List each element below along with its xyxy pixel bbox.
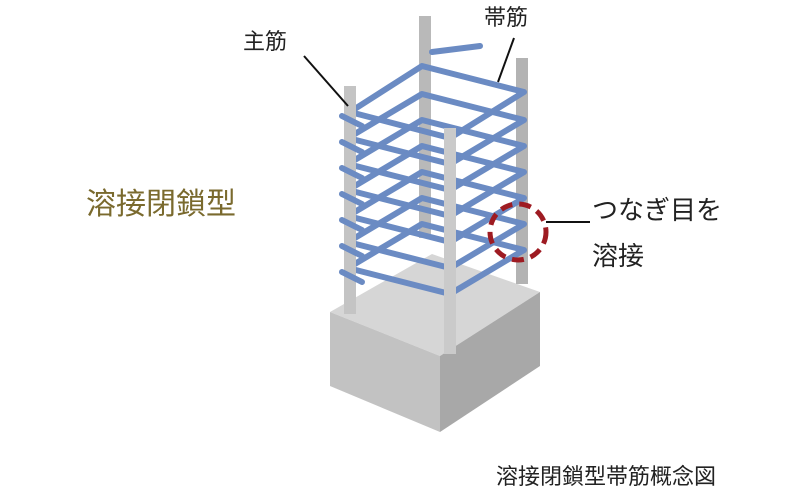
concrete-base-right <box>440 292 540 432</box>
hoop-front-seg-6 <box>339 243 365 259</box>
hoop-ring-5 <box>345 169 527 245</box>
weld-note-line2: 溶接 <box>592 242 645 272</box>
hoop-ring-3 <box>345 117 527 193</box>
weld-note-line1: つなぎ目を <box>592 196 723 226</box>
hoop-front-seg-3 <box>339 165 365 181</box>
hoop-label: 帯筋 <box>484 6 529 31</box>
hoop-front-seg-5 <box>339 217 365 233</box>
main-bar-front-center <box>444 128 456 354</box>
leader-hoop <box>497 37 515 83</box>
hoop-front-seg-2 <box>339 139 365 155</box>
hoop-front-seg-4 <box>339 191 365 207</box>
hoop-top-end <box>429 43 483 55</box>
figure-caption: 溶接閉鎖型帯筋概念図 <box>496 465 717 490</box>
concrete-base-top <box>330 254 540 356</box>
main-bar-back-center <box>419 16 431 238</box>
hoop-front-seg-1 <box>339 113 365 129</box>
leader-main-rebar <box>303 55 349 107</box>
hoop-front-segments <box>339 113 365 285</box>
type-label: 溶接閉鎖型 <box>86 187 236 222</box>
hoop-ring-4 <box>345 143 527 219</box>
concrete-base-left <box>330 312 440 432</box>
weld-joint-marker <box>487 201 549 263</box>
concrete-base <box>330 254 540 432</box>
hoop-rings <box>345 43 527 297</box>
main-rebar-label: 主筋 <box>243 30 288 55</box>
hoop-ring-7 <box>345 221 527 297</box>
hoop-ring-1 <box>347 63 527 141</box>
hoop-front-seg-7 <box>339 269 365 285</box>
hoop-ring-2 <box>345 91 527 167</box>
hoop-ring-6 <box>345 195 527 271</box>
leader-lines <box>303 37 590 223</box>
